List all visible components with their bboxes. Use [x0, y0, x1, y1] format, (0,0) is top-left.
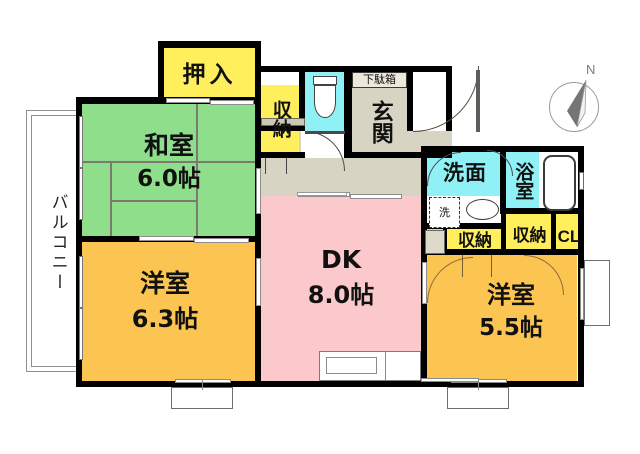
wall-bottom-outer — [76, 381, 584, 387]
door-mark-shuno1 — [265, 158, 287, 174]
wall-senmen-bottom — [421, 223, 506, 229]
oshiire-fill — [164, 48, 255, 104]
shuno3-fill — [506, 214, 555, 255]
room-fill-washitsu — [82, 104, 255, 241]
room-fill-dk — [261, 196, 421, 381]
sliding-door-washitsu-yoshitsu-l[interactable] — [139, 236, 194, 241]
wall-top-utility — [261, 66, 452, 72]
window-dk-bottom — [421, 378, 479, 382]
door-leaf-genkan — [476, 70, 480, 132]
wall-genkan-right — [407, 66, 413, 131]
wall-right-outer — [578, 146, 584, 387]
window-yoshitsu63-balcony — [79, 256, 83, 308]
door-leaf-toilet — [305, 131, 345, 134]
sliding-door-oshiire-right[interactable] — [210, 100, 254, 105]
getabako-box — [352, 72, 407, 88]
window-washitsu-balcony — [79, 116, 83, 168]
wall-genkan-bottom — [344, 152, 452, 158]
wall-yokushitsu-bottom — [500, 208, 584, 214]
door-mark-shuno2 — [462, 255, 492, 277]
window-bay-yoshitsu55 — [447, 387, 509, 409]
compass-north-label: N — [586, 62, 596, 77]
window-dk-top — [297, 192, 347, 196]
compass-needle — [567, 79, 587, 128]
window-bay-yoshitsu63 — [171, 387, 233, 409]
bathtub — [543, 155, 576, 211]
sliding-door-hall-dk-right[interactable] — [350, 194, 402, 199]
wall-shuno2-right — [501, 214, 506, 255]
sliding-door-oshiire-left[interactable] — [166, 98, 210, 103]
wall-left-outer — [76, 97, 82, 387]
window-yoshitsu63-balcony-2 — [79, 308, 83, 360]
compass-ring — [549, 82, 599, 132]
hall-shelf — [261, 118, 305, 126]
window-bay-yoshitsu55-mullion — [478, 380, 480, 390]
door-swing-toilet — [305, 131, 345, 171]
washbasin — [466, 199, 499, 220]
window-bay-yoshitsu55-right — [584, 260, 610, 326]
wall-shuno2-left — [443, 229, 447, 255]
window-yokushitsu-right — [579, 172, 584, 190]
sliding-door-dk-yoshitsu55[interactable] — [422, 262, 427, 304]
tatami-seam-3 — [196, 104, 198, 161]
window-washitsu-balcony-2 — [79, 168, 83, 220]
yokushitsu-fill — [506, 152, 539, 214]
toilet-bowl — [314, 85, 336, 118]
wall-shuno1-bottom — [261, 152, 305, 158]
room-fill-yoshitsu63 — [82, 241, 255, 381]
wall-oshiire-top — [158, 41, 261, 48]
toilet-tank — [313, 76, 337, 85]
wall-cl-left — [551, 214, 556, 255]
wall-left-dk-divider — [255, 97, 261, 387]
wall-oshiire-left — [158, 41, 164, 104]
tatami-seam-5 — [110, 200, 196, 202]
wall-toilet-left — [299, 66, 305, 131]
balcony-outline-inner — [31, 115, 83, 367]
sliding-door-washitsu-hall[interactable] — [256, 168, 261, 214]
sliding-door-yoshitsu63-dk[interactable] — [256, 258, 261, 306]
tatami-seam-1 — [82, 161, 255, 163]
wall-yokushitsu-left — [500, 152, 506, 214]
door-swing-genkan — [413, 66, 479, 132]
window-bay-yoshitsu63-mullion — [202, 380, 204, 390]
kitchen-sink — [326, 357, 377, 374]
wall-toilet-right — [344, 66, 352, 158]
sliding-door-washitsu-yoshitsu-r[interactable] — [194, 238, 249, 243]
window-bay-right-mullion — [580, 268, 584, 320]
tatami-seam-4 — [196, 161, 198, 241]
wall-oshiire-right — [255, 41, 261, 104]
wall-hall-top-shelf — [261, 125, 305, 131]
kitchen-counter-divider — [385, 352, 387, 380]
washing-machine — [429, 197, 460, 228]
wall-wet-top — [421, 146, 584, 152]
senmen-cabinet — [425, 230, 445, 254]
